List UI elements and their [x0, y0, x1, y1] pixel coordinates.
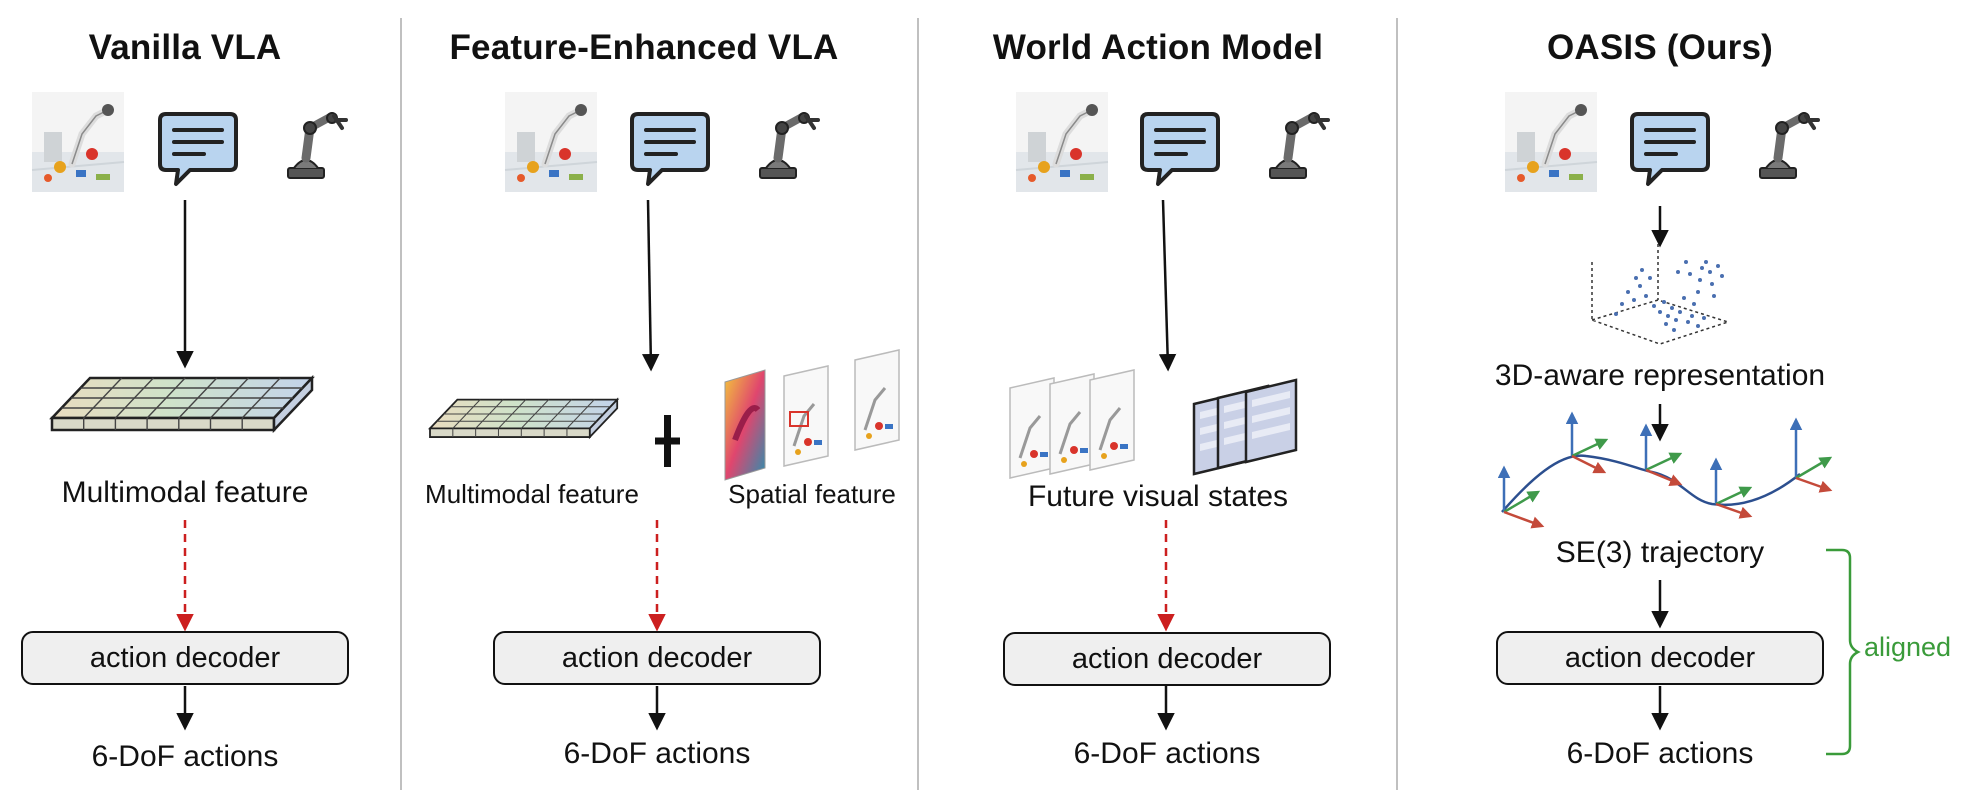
panel-feature-enhanced-vla: Feature-Enhanced VLA Multimodal feature … — [402, 0, 918, 799]
feature-label: Multimodal feature — [425, 479, 639, 509]
trajectory-label: SE(3) trajectory — [1555, 536, 1765, 569]
output-label: 6-DoF actions — [563, 737, 751, 770]
aligned-bracket — [1826, 548, 1861, 756]
se3-trajectory — [1497, 411, 1833, 529]
input-arrow — [642, 199, 660, 372]
panel-title: Feature-Enhanced VLA — [449, 28, 839, 67]
panel-vanilla-vla: Vanilla VLA Multimodal feature action de… — [0, 0, 370, 799]
action-decoder-box: action decoder — [1496, 631, 1824, 685]
action-decoder-box: action decoder — [1003, 632, 1331, 686]
output-label: 6-DoF actions — [1073, 737, 1261, 770]
output-label: 6-DoF actions — [91, 740, 279, 773]
point-cloud-plot — [1589, 244, 1731, 345]
spatial-feature-images — [724, 348, 901, 481]
feature-label: Multimodal feature — [61, 476, 309, 509]
input-arrow — [1158, 199, 1177, 372]
action-decoder-box: action decoder — [493, 631, 821, 685]
feature-label: Future visual states — [1027, 480, 1289, 513]
panel-world-action-model: World Action Model Future visual states … — [919, 0, 1397, 799]
spatial-feature-label: Spatial feature — [728, 479, 896, 509]
output-label: 6-DoF actions — [1566, 737, 1754, 770]
aligned-label: aligned — [1864, 632, 1952, 662]
panel-title: World Action Model — [992, 28, 1324, 67]
panel-oasis: OASIS (Ours) 3D-aware representation SE(… — [1398, 0, 1975, 799]
action-decoder-box: action decoder — [21, 631, 349, 685]
representation-label: 3D-aware representation — [1494, 359, 1826, 392]
panel-title: Vanilla VLA — [88, 28, 282, 67]
panel-title: OASIS (Ours) — [1546, 28, 1774, 67]
plus-icon — [655, 415, 680, 467]
